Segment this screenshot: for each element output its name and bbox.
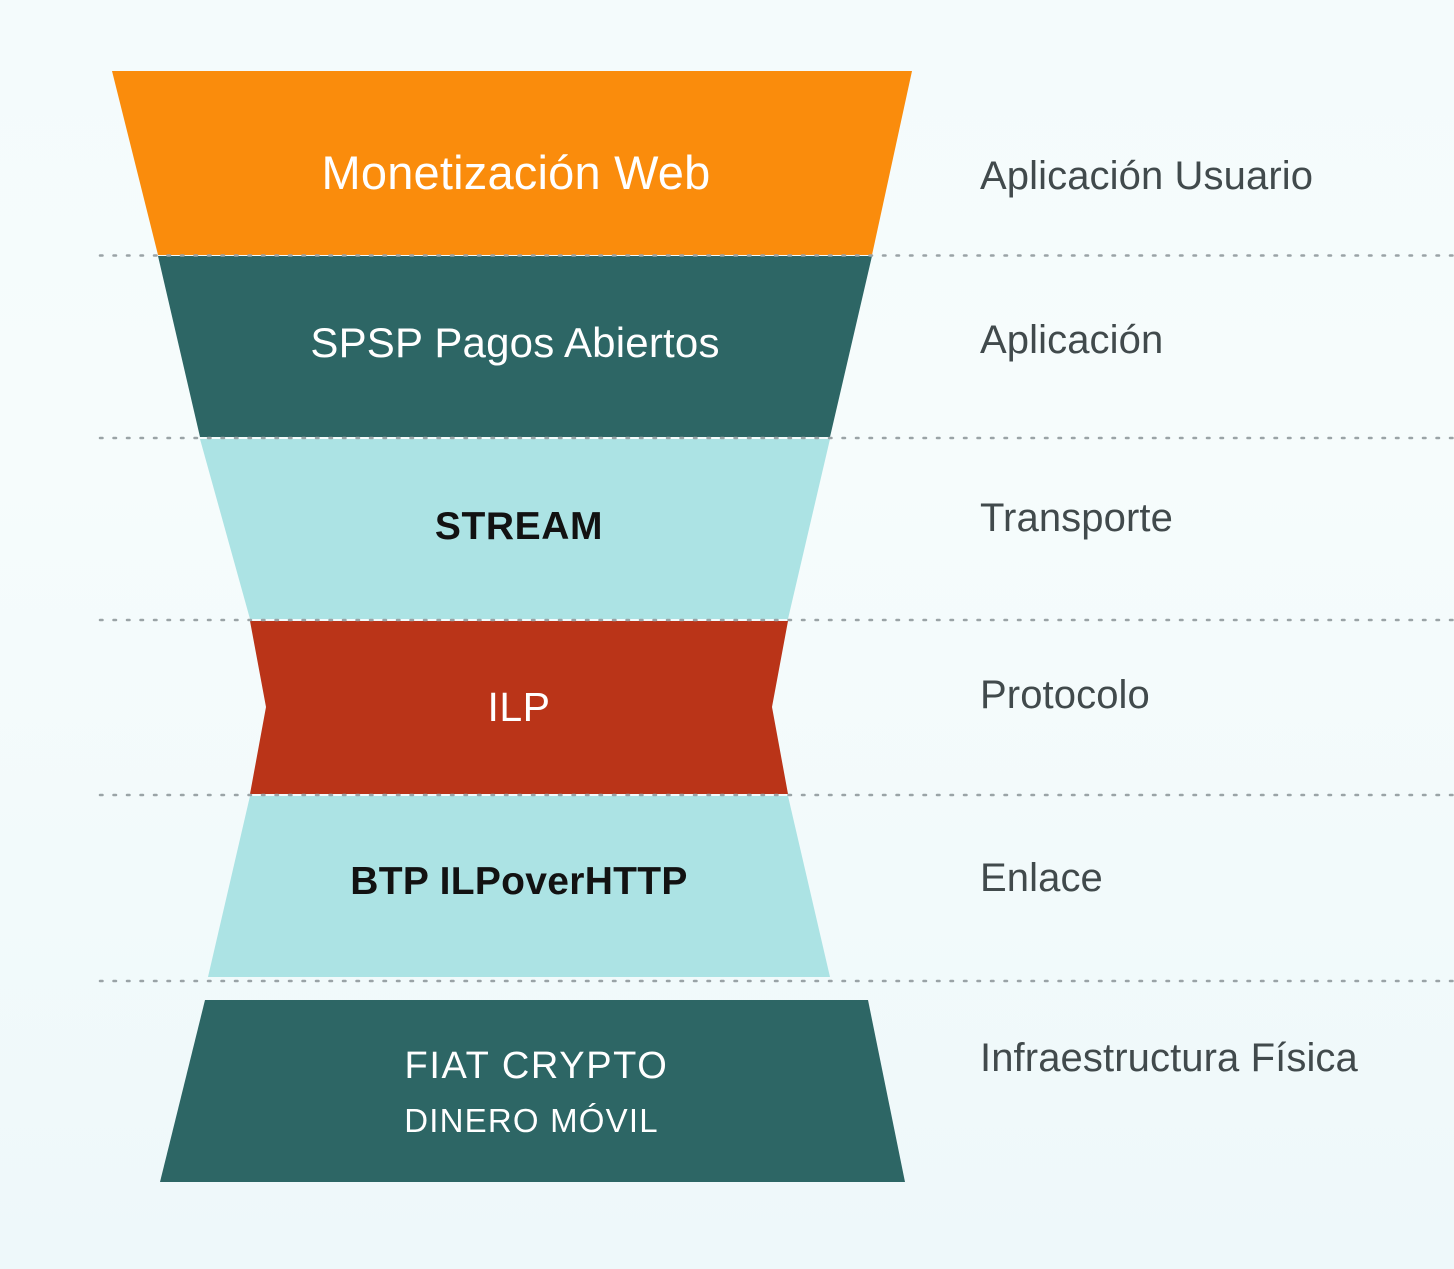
layer-text-enlace: BTP ILPoverHTTP [350,860,688,903]
layer-shape-stream[interactable] [200,439,830,619]
layer-text-infraestructura-line2: DINERO MÓVIL [404,1102,659,1139]
layer-text-infraestructura-line1: FIAT CRYPTO [404,1045,669,1087]
side-label-infraestructura-fisica: Infraestructura Física [980,1036,1358,1080]
side-label-transporte: Transporte [980,496,1173,540]
side-label-aplicacion-usuario: Aplicación Usuario [980,154,1314,198]
layer-text-stream: STREAM [434,505,604,548]
layer-shape-infraestructura-fisica[interactable] [160,1000,905,1182]
layer-shape-ilp[interactable] [250,621,788,794]
layer-text-monetizacion-web: Monetización Web [321,146,711,199]
layer-shape-enlace[interactable] [208,796,830,977]
side-label-enlace: Enlace [980,856,1103,900]
layer-shape-monetizacion-web[interactable] [112,71,912,255]
layer-shape-pagos-abiertos[interactable] [158,256,872,437]
side-label-protocolo: Protocolo [980,673,1150,717]
layer-text-ilp: ILP [487,684,551,730]
side-label-aplicacion: Aplicación [980,318,1164,362]
layer-text-pagos-abiertos: SPSP Pagos Abiertos [310,319,720,366]
